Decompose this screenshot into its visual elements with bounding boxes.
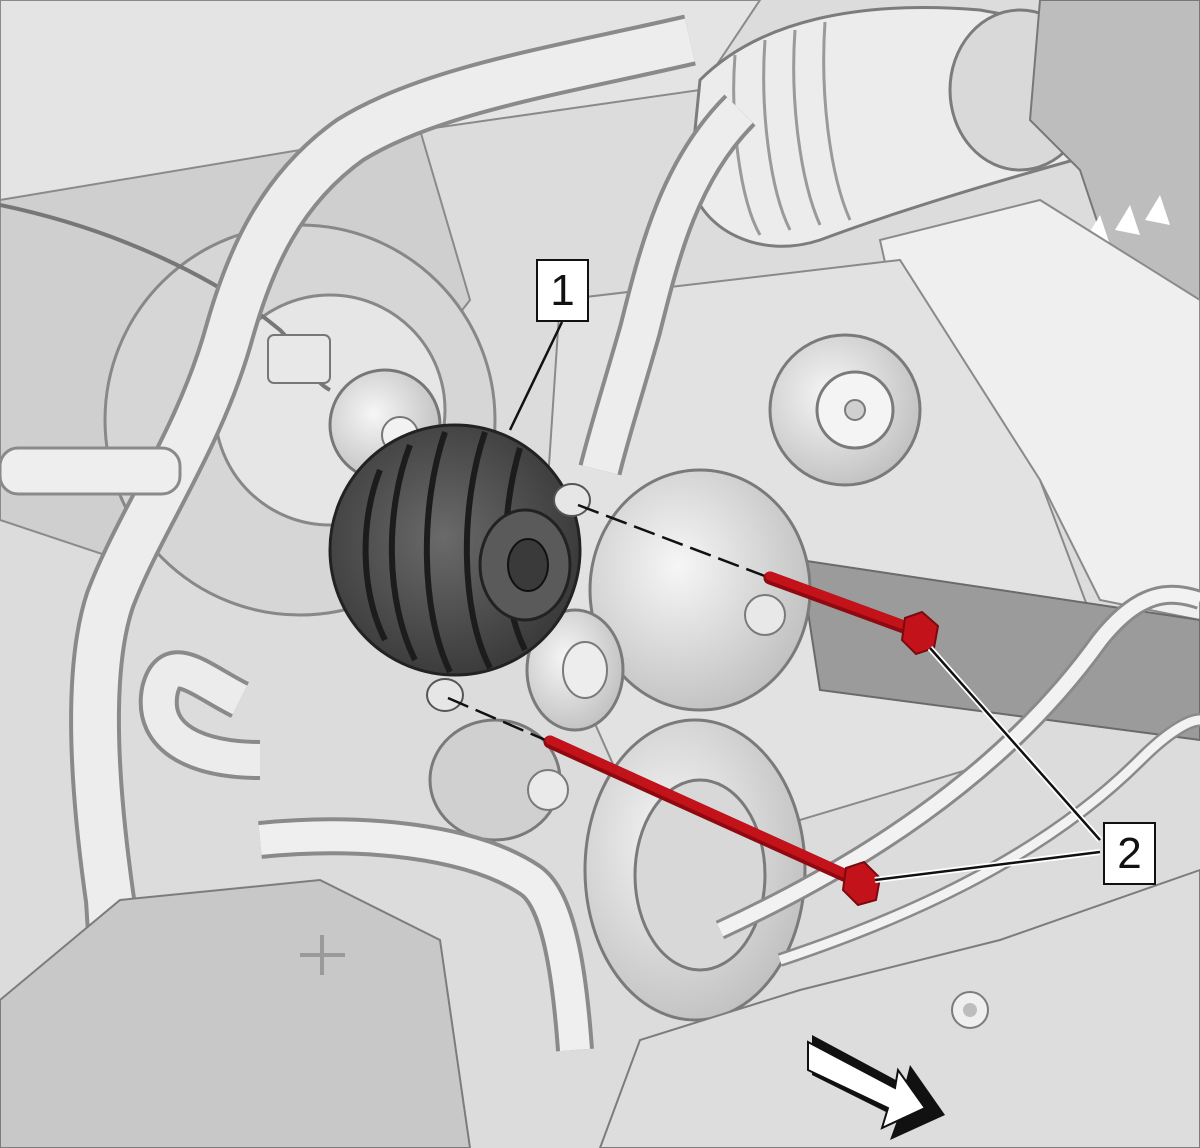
bolt-path-lower bbox=[447, 696, 551, 744]
heater-pipe-left bbox=[0, 446, 182, 496]
leader-line-1 bbox=[508, 321, 564, 431]
arrow-forward-right-icon bbox=[807, 1035, 945, 1140]
splash-shield-left bbox=[0, 878, 472, 1148]
alternator-lower-mount bbox=[426, 678, 464, 712]
plus-mark bbox=[300, 935, 345, 975]
alternator-upper-mount bbox=[553, 483, 591, 517]
callout-label-1: 1 bbox=[536, 259, 589, 322]
splash-shield-right bbox=[598, 868, 1200, 1148]
bolt-path-upper bbox=[577, 503, 771, 580]
harness-connector bbox=[267, 334, 331, 384]
mount-bracket bbox=[798, 558, 1200, 742]
bolt-lower bbox=[543, 735, 882, 907]
bolt-upper bbox=[763, 571, 940, 656]
callout-label-2: 2 bbox=[1103, 822, 1156, 885]
intake-corrugations bbox=[732, 21, 852, 236]
alternator bbox=[328, 423, 591, 712]
